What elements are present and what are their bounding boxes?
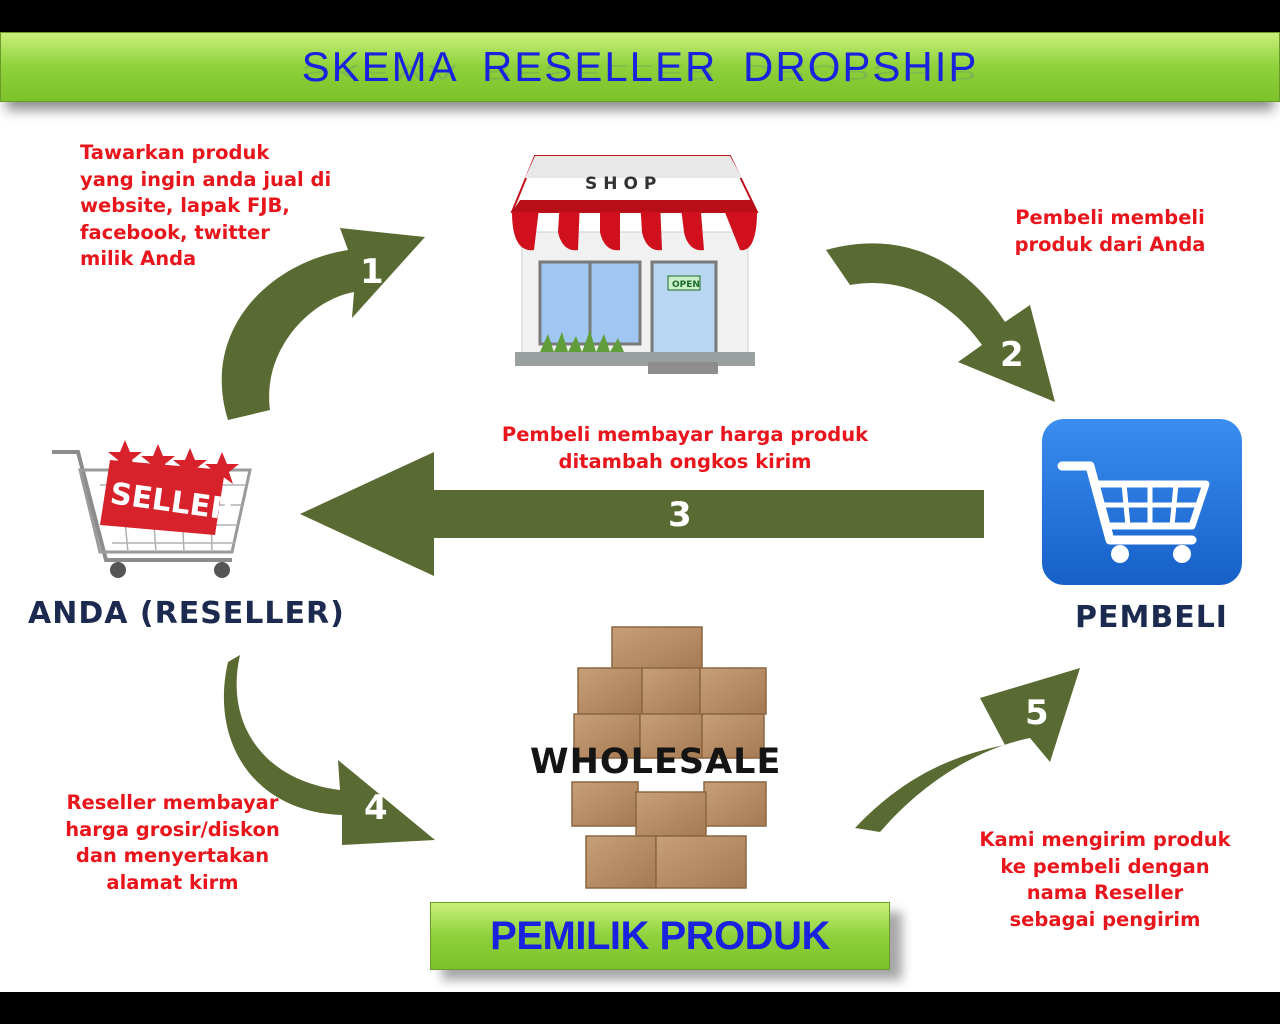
step-4-caption: Reseller membayar harga grosir/diskon da… [40,790,305,896]
step-2-line: produk dari Anda [1014,232,1206,256]
step-5-number: 5 [1025,693,1049,733]
arrow-step-2: 2 [826,243,1055,402]
step-3-number: 3 [668,495,692,535]
step-1-line: milik Anda [80,247,197,270]
arrow-step-1: 1 [221,228,425,420]
wholesale-label: WHOLESALE [530,742,782,782]
step-3-line: Pembeli membayar harga produk [501,423,869,446]
step-5-line: Kami mengirim produk [979,828,1231,851]
arrow-step-4: 4 [223,655,435,845]
top-black-bar [0,0,1280,32]
product-owner-label: PEMILIK PRODUK [490,913,830,958]
step-5-caption: Kami mengirim produk ke pembeli dengan n… [955,827,1255,933]
cardboard-boxes-icon [571,626,767,889]
step-1-line: website, lapak FJB, [80,194,290,217]
arrow-step-3: 3 [300,452,984,576]
step-4-number: 4 [364,788,388,828]
seller-cart-icon: SELLER [52,440,252,578]
step-4-line: dan menyertakan [75,844,270,867]
step-1-caption: Tawarkan produk yang ingin anda jual di … [80,140,331,273]
step-1-number: 1 [360,252,384,292]
step-5-line: sebagai pengirim [1009,907,1201,931]
bottom-black-bar [0,992,1280,1024]
step-2-line: Pembeli membeli [1015,206,1205,229]
product-owner-box: PEMILIK PRODUK [430,902,890,970]
shopping-cart-icon [1042,419,1242,585]
step-4-line: alamat kirm [106,870,239,894]
step-3-caption: Pembeli membayar harga produk ditambah o… [460,422,910,475]
title-banner: SKEMA RESELLER DROPSHIP [0,32,1280,102]
step-5-line: nama Reseller [1026,881,1184,904]
arrow-step-5: 5 [855,668,1080,832]
step-3-line: ditambah ongkos kirim [558,449,812,473]
reseller-label: ANDA (RESELLER) [28,596,345,631]
diagram-title: SKEMA RESELLER DROPSHIP [301,43,979,90]
step-4-line: Reseller membayar [66,791,279,814]
step-1-line: Tawarkan produk [80,141,270,164]
step-4-line: harga grosir/diskon [65,817,280,841]
step-2-caption: Pembeli membeli produk dari Anda [990,205,1230,258]
step-1-line: yang ingin anda jual di [80,167,332,191]
step-5-line: ke pembeli dengan [1000,854,1210,878]
step-1-line: facebook, twitter [80,220,270,244]
step-2-number: 2 [1000,335,1024,375]
buyer-label: PEMBELI [1075,600,1228,635]
shop-open-sign: OPEN [672,280,700,290]
shop-sign-text: SHOP [585,174,662,194]
shop-storefront-icon: OPEN SHOP [510,155,759,374]
